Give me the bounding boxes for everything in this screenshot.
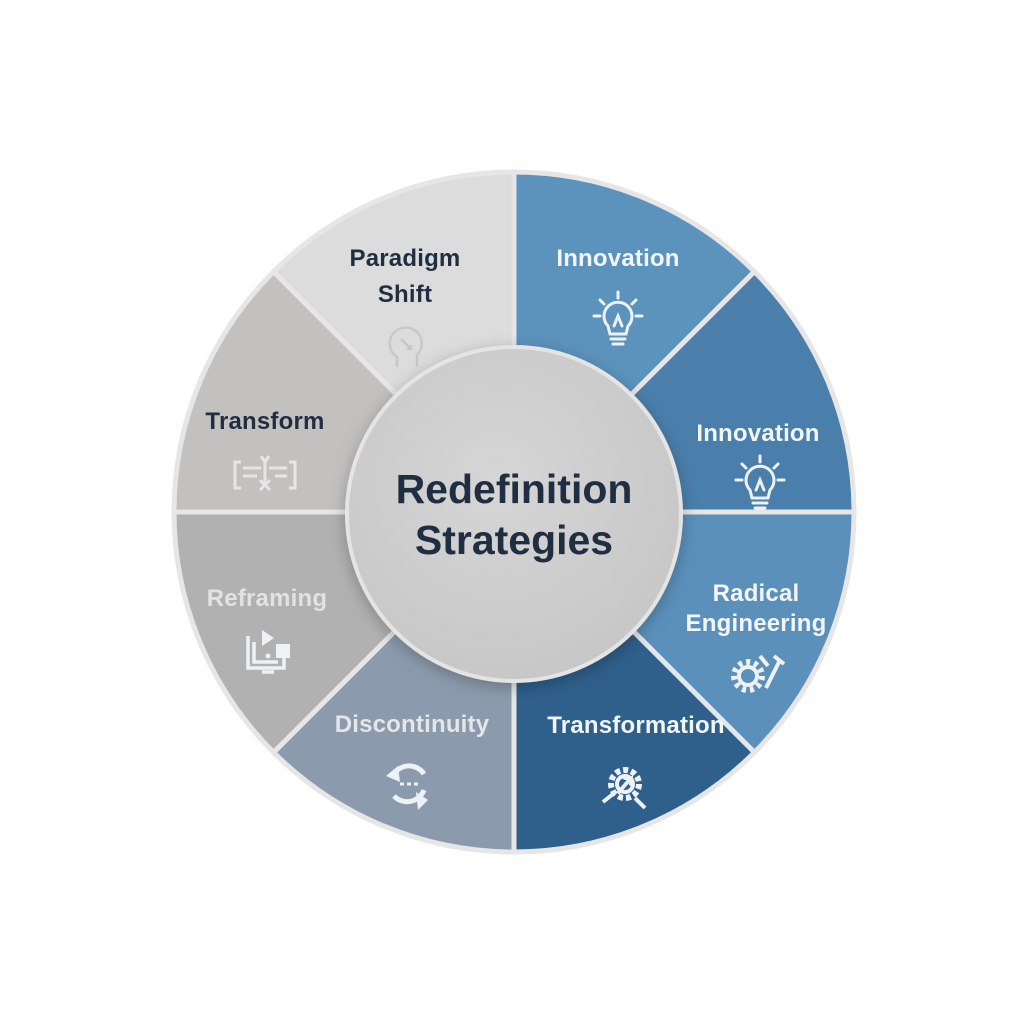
segment-label: Innovation xyxy=(556,245,679,272)
segment-label: Transform xyxy=(205,408,324,435)
split-document-icon xyxy=(233,455,297,492)
segment-label: Shift xyxy=(378,281,432,308)
segment-label: Discontinuity xyxy=(335,711,490,738)
lightbulb-icon xyxy=(592,290,644,346)
gear-wrench-icon xyxy=(601,767,647,810)
segment-label: Paradigm xyxy=(350,245,461,272)
cycle-arrows-icon xyxy=(386,763,428,810)
center-hub: Redefinition Strategies xyxy=(345,345,683,683)
segment-label: Transformation xyxy=(547,712,725,739)
segment-label: Radical xyxy=(713,580,800,607)
center-title-line-1: Redefinition xyxy=(396,466,633,512)
screen-frame-icon xyxy=(246,630,290,674)
center-circle xyxy=(345,345,683,683)
segment-label: Engineering xyxy=(686,610,827,637)
head-arrow-icon xyxy=(388,326,424,367)
segment-label: Reframing xyxy=(207,585,328,612)
labels-group: InnovationInnovationRadicalEngineeringTr… xyxy=(205,245,826,810)
lightbulb-icon xyxy=(734,454,786,510)
segment-label: Innovation xyxy=(696,420,819,447)
center-title-line-2: Strategies xyxy=(415,517,613,563)
gears-tools-icon xyxy=(731,654,786,693)
